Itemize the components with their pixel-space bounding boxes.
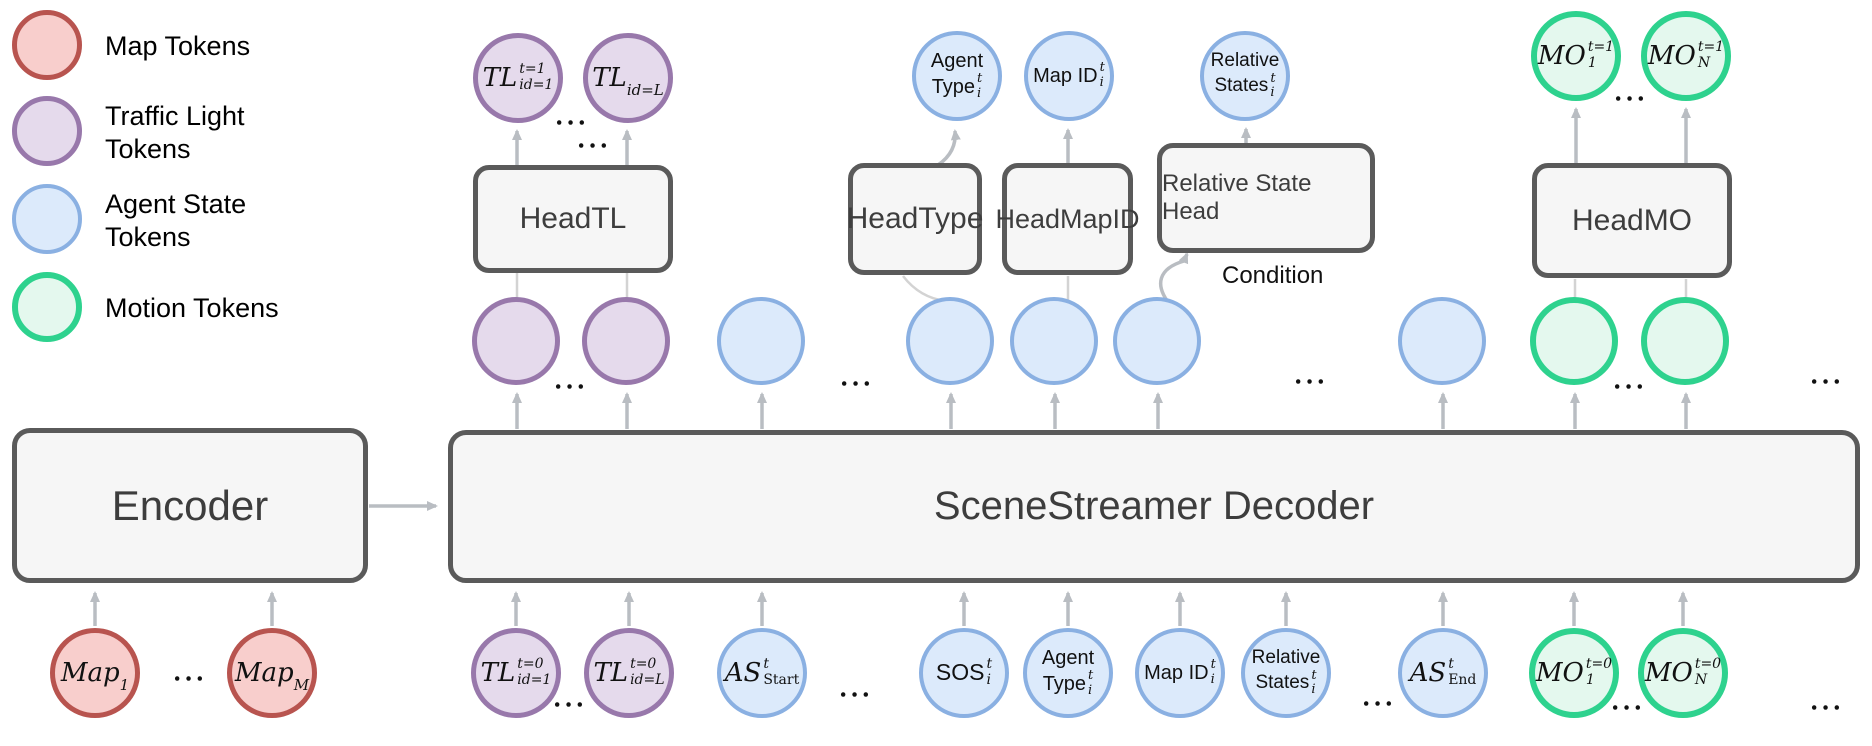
hidden-token-mo-2 [1641,297,1729,385]
ellipsis-mid-4: ... [1612,365,1648,395]
ellipsis-mid-1: ... [553,365,589,395]
ellipsis-mid-right: ... [1809,360,1845,390]
relative-state-head-label: Relative State Head [1162,170,1312,225]
connector-group [515,273,1688,303]
legend-motion-token-icon [12,272,82,342]
condition-label: Condition [1222,262,1324,289]
arrow-headtype-to-agent-type [936,129,961,167]
ellipsis-mid-2: ... [839,362,875,392]
ellipsis-mid-3: ... [1293,360,1329,390]
ellipsis-bottom-1: ... [838,673,874,703]
legend-map-token-icon [12,10,82,80]
legend-motion-label: Motion Tokens [105,293,279,323]
legend-agent-state-token-icon [12,184,82,254]
hidden-token-as-5 [1398,297,1486,385]
ellipsis-top-tl-lower: ... [576,124,612,154]
decoder-label: SceneStreamer Decoder [933,484,1375,528]
legend-map-label: Map Tokens [105,31,251,61]
hidden-token-as-3 [1010,297,1098,385]
head-type-block: HeadType [846,163,984,275]
ellipsis-bottom-2: ... [1361,682,1397,712]
hidden-token-mo-1 [1530,297,1618,385]
head-mapid-label: HeadMapID [995,203,1140,234]
legend-traffic-light-token-icon [12,96,82,166]
head-type-label: HeadType [846,202,984,235]
head-tl-label: HeadTL [519,202,627,235]
head-tl-block: HeadTL [473,165,673,273]
ellipsis-bottom-mo: ... [1610,686,1646,716]
hidden-token-tl-1 [472,297,560,385]
ellipsis-bottom-right: ... [1809,686,1845,716]
encoder-label: Encoder [111,481,269,529]
hidden-token-tl-2 [582,297,670,385]
encoder-block: Encoder [12,428,368,583]
hidden-token-as-4 [1113,297,1201,385]
decoder-block: SceneStreamer Decoder [448,430,1860,583]
ellipsis-top-mo: ... [1613,77,1649,107]
ellipsis-map-row: ... [172,657,208,687]
head-mapid-block: HeadMapID [995,163,1140,275]
legend-agent-state-label: Agent State Tokens [105,189,247,252]
head-mo-label: HeadMO [1571,203,1693,237]
hidden-token-as-1 [717,297,805,385]
ellipsis-bottom-tl: ... [552,683,588,713]
head-mo-block: HeadMO [1532,163,1732,278]
ellipsis-top-tl-upper: ... [554,101,590,131]
relative-state-head-block: Relative State Head [1157,143,1375,253]
legend-traffic-light-label: Traffic Light Tokens [105,101,245,164]
hidden-token-as-2 [906,297,994,385]
